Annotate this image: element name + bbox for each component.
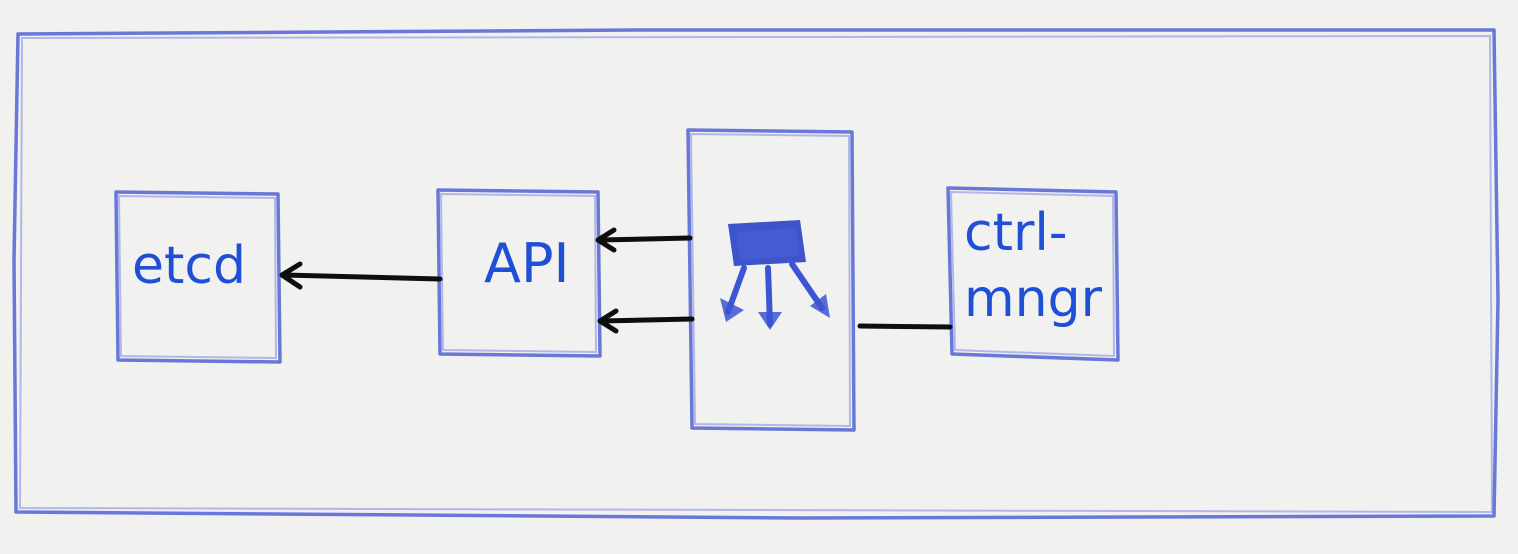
line-ctrl-mngr-to-scheduler	[857, 323, 953, 330]
arrow-scheduler-to-api-bottom	[597, 308, 695, 334]
controller-manager-box	[946, 186, 1120, 362]
scheduler-icon	[720, 220, 830, 330]
api-label: API	[484, 232, 570, 295]
etcd-box	[114, 190, 282, 364]
etcd-label: etcd	[132, 236, 246, 296]
controller-manager-label: ctrl- mngr	[964, 200, 1102, 332]
arrow-api-to-etcd	[279, 261, 443, 290]
arrow-scheduler-to-api-top	[595, 227, 693, 253]
api-box	[436, 188, 602, 358]
controller-manager-label-line-1: ctrl-	[964, 203, 1068, 263]
scheduler-box	[686, 128, 856, 432]
controller-manager-label-line-2: mngr	[964, 269, 1102, 329]
outer-frame	[12, 28, 1500, 520]
